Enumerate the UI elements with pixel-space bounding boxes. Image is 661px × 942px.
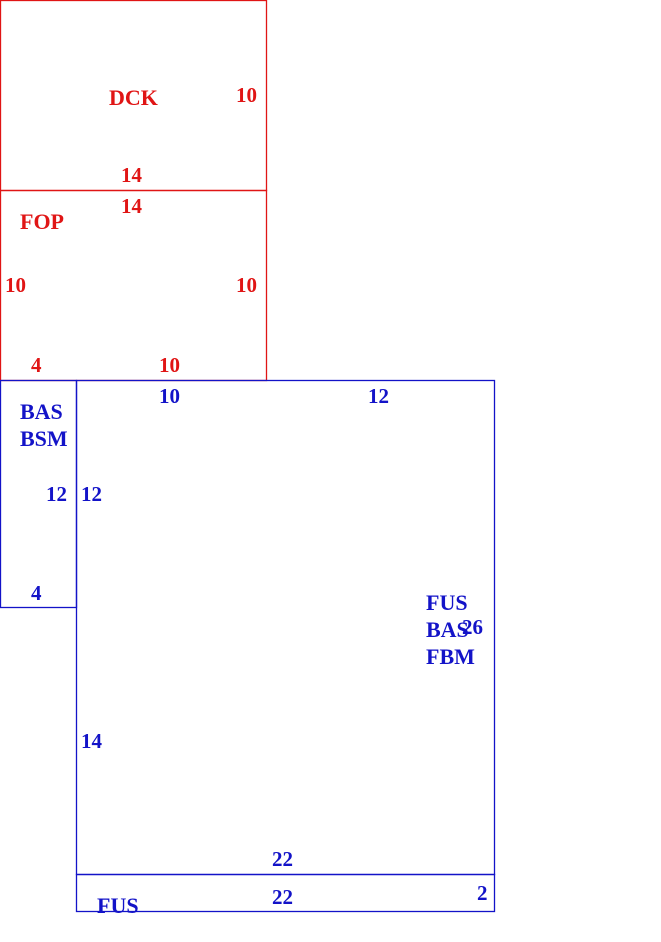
fus-main-left-lower-dimension: 14 — [81, 729, 103, 753]
fus-strip-area-outline — [75, 873, 496, 913]
dck-right-dimension: 10 — [236, 83, 257, 107]
fus-main-area-label-line-1: FUS — [426, 590, 468, 615]
fus-main-area-label-line-2: BAS — [426, 617, 469, 642]
fus-strip-top-dimension: 22 — [272, 885, 293, 909]
fop-left-dimension: 10 — [5, 273, 26, 297]
fop-bottom-dimension: 10 — [159, 353, 180, 377]
fop-right-dimension: 10 — [236, 273, 257, 297]
fus-main-area-label-line-3: FBM — [426, 644, 475, 669]
fus-strip-right-dimension: 2 — [477, 881, 488, 905]
fop-area-label: FOP — [20, 209, 64, 234]
bas-bsm-area-label-line-2: BSM — [20, 426, 68, 451]
fus-strip-area-label: FUS — [97, 893, 139, 918]
lower-level — [0, 379, 496, 913]
fus-main-left-upper-dimension: 12 — [81, 482, 102, 506]
fop-top-dimension: 14 — [121, 194, 143, 218]
fus-main-top-left-dimension: 10 — [159, 384, 180, 408]
bas-bsm-right-dimension: 12 — [46, 482, 67, 506]
fop-bottom-left-dimension: 4 — [31, 353, 42, 377]
dck-bottom-dimension: 14 — [121, 163, 143, 187]
dck-area-label: DCK — [109, 85, 158, 110]
fus-main-top-right-dimension: 12 — [368, 384, 389, 408]
bas-bsm-bottom-dimension: 4 — [31, 581, 42, 605]
bas-bsm-area-label-line-1: BAS — [20, 399, 63, 424]
fus-main-bottom-dimension: 22 — [272, 847, 293, 871]
upper-level — [0, 0, 268, 382]
fus-main-right-dimension: 26 — [462, 615, 483, 639]
